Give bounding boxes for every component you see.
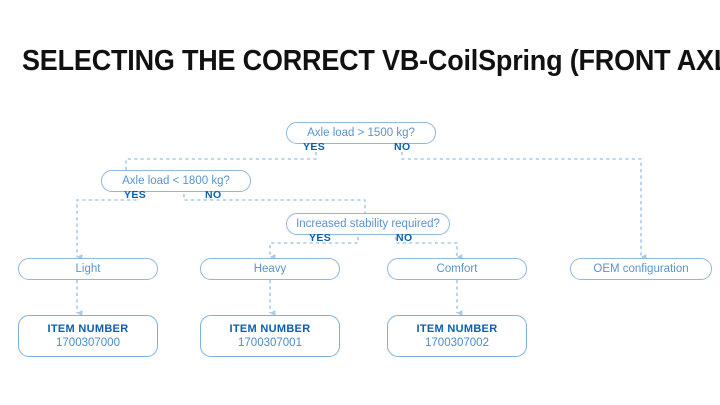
result-label: Comfort xyxy=(436,262,478,275)
item-number-label: ITEM NUMBER xyxy=(416,322,498,335)
item-number-box-heavy[interactable]: ITEM NUMBER 1700307001 xyxy=(200,315,340,357)
item-number-value: 1700307000 xyxy=(56,336,120,349)
wire-d3-no xyxy=(395,237,463,260)
decision-increased-stability[interactable]: Increased stability required? xyxy=(286,213,450,235)
result-label: Heavy xyxy=(253,262,287,275)
branch-label-d3-no: NO xyxy=(396,232,413,244)
item-number-box-light[interactable]: ITEM NUMBER 1700307000 xyxy=(18,315,158,357)
item-number-label: ITEM NUMBER xyxy=(47,322,129,335)
decision-label: Axle load > 1500 kg? xyxy=(307,126,415,139)
decision-axle-load-1800[interactable]: Axle load < 1800 kg? xyxy=(101,170,251,192)
decision-axle-load-1500[interactable]: Axle load > 1500 kg? xyxy=(286,122,436,144)
item-number-value: 1700307001 xyxy=(238,336,302,349)
result-node-heavy[interactable]: Heavy xyxy=(200,258,340,280)
branch-label-d2-no: NO xyxy=(205,189,222,201)
page-title: SELECTING THE CORRECT VB-CoilSpring (FRO… xyxy=(22,45,720,77)
decision-label: Axle load < 1800 kg? xyxy=(122,174,230,187)
item-number-box-comfort[interactable]: ITEM NUMBER 1700307002 xyxy=(387,315,527,357)
branch-label-d2-yes: YES xyxy=(124,189,147,201)
decision-label: Increased stability required? xyxy=(296,217,440,230)
branch-label-d1-yes: YES xyxy=(303,141,326,153)
wire-d2-no xyxy=(183,194,366,213)
result-label: Light xyxy=(75,262,101,275)
item-number-value: 1700307002 xyxy=(425,336,489,349)
item-number-label: ITEM NUMBER xyxy=(229,322,311,335)
wire-d2-yes xyxy=(76,194,138,260)
wire-d1-no xyxy=(401,152,647,260)
wire-d1-yes xyxy=(125,152,317,170)
branch-label-d1-no: NO xyxy=(394,141,411,153)
result-node-light[interactable]: Light xyxy=(18,258,158,280)
result-label: OEM configuration xyxy=(593,262,689,275)
result-node-oem[interactable]: OEM configuration xyxy=(570,258,712,280)
branch-label-d3-yes: YES xyxy=(309,232,332,244)
result-node-comfort[interactable]: Comfort xyxy=(387,258,527,280)
wire-d3-yes xyxy=(269,237,359,260)
